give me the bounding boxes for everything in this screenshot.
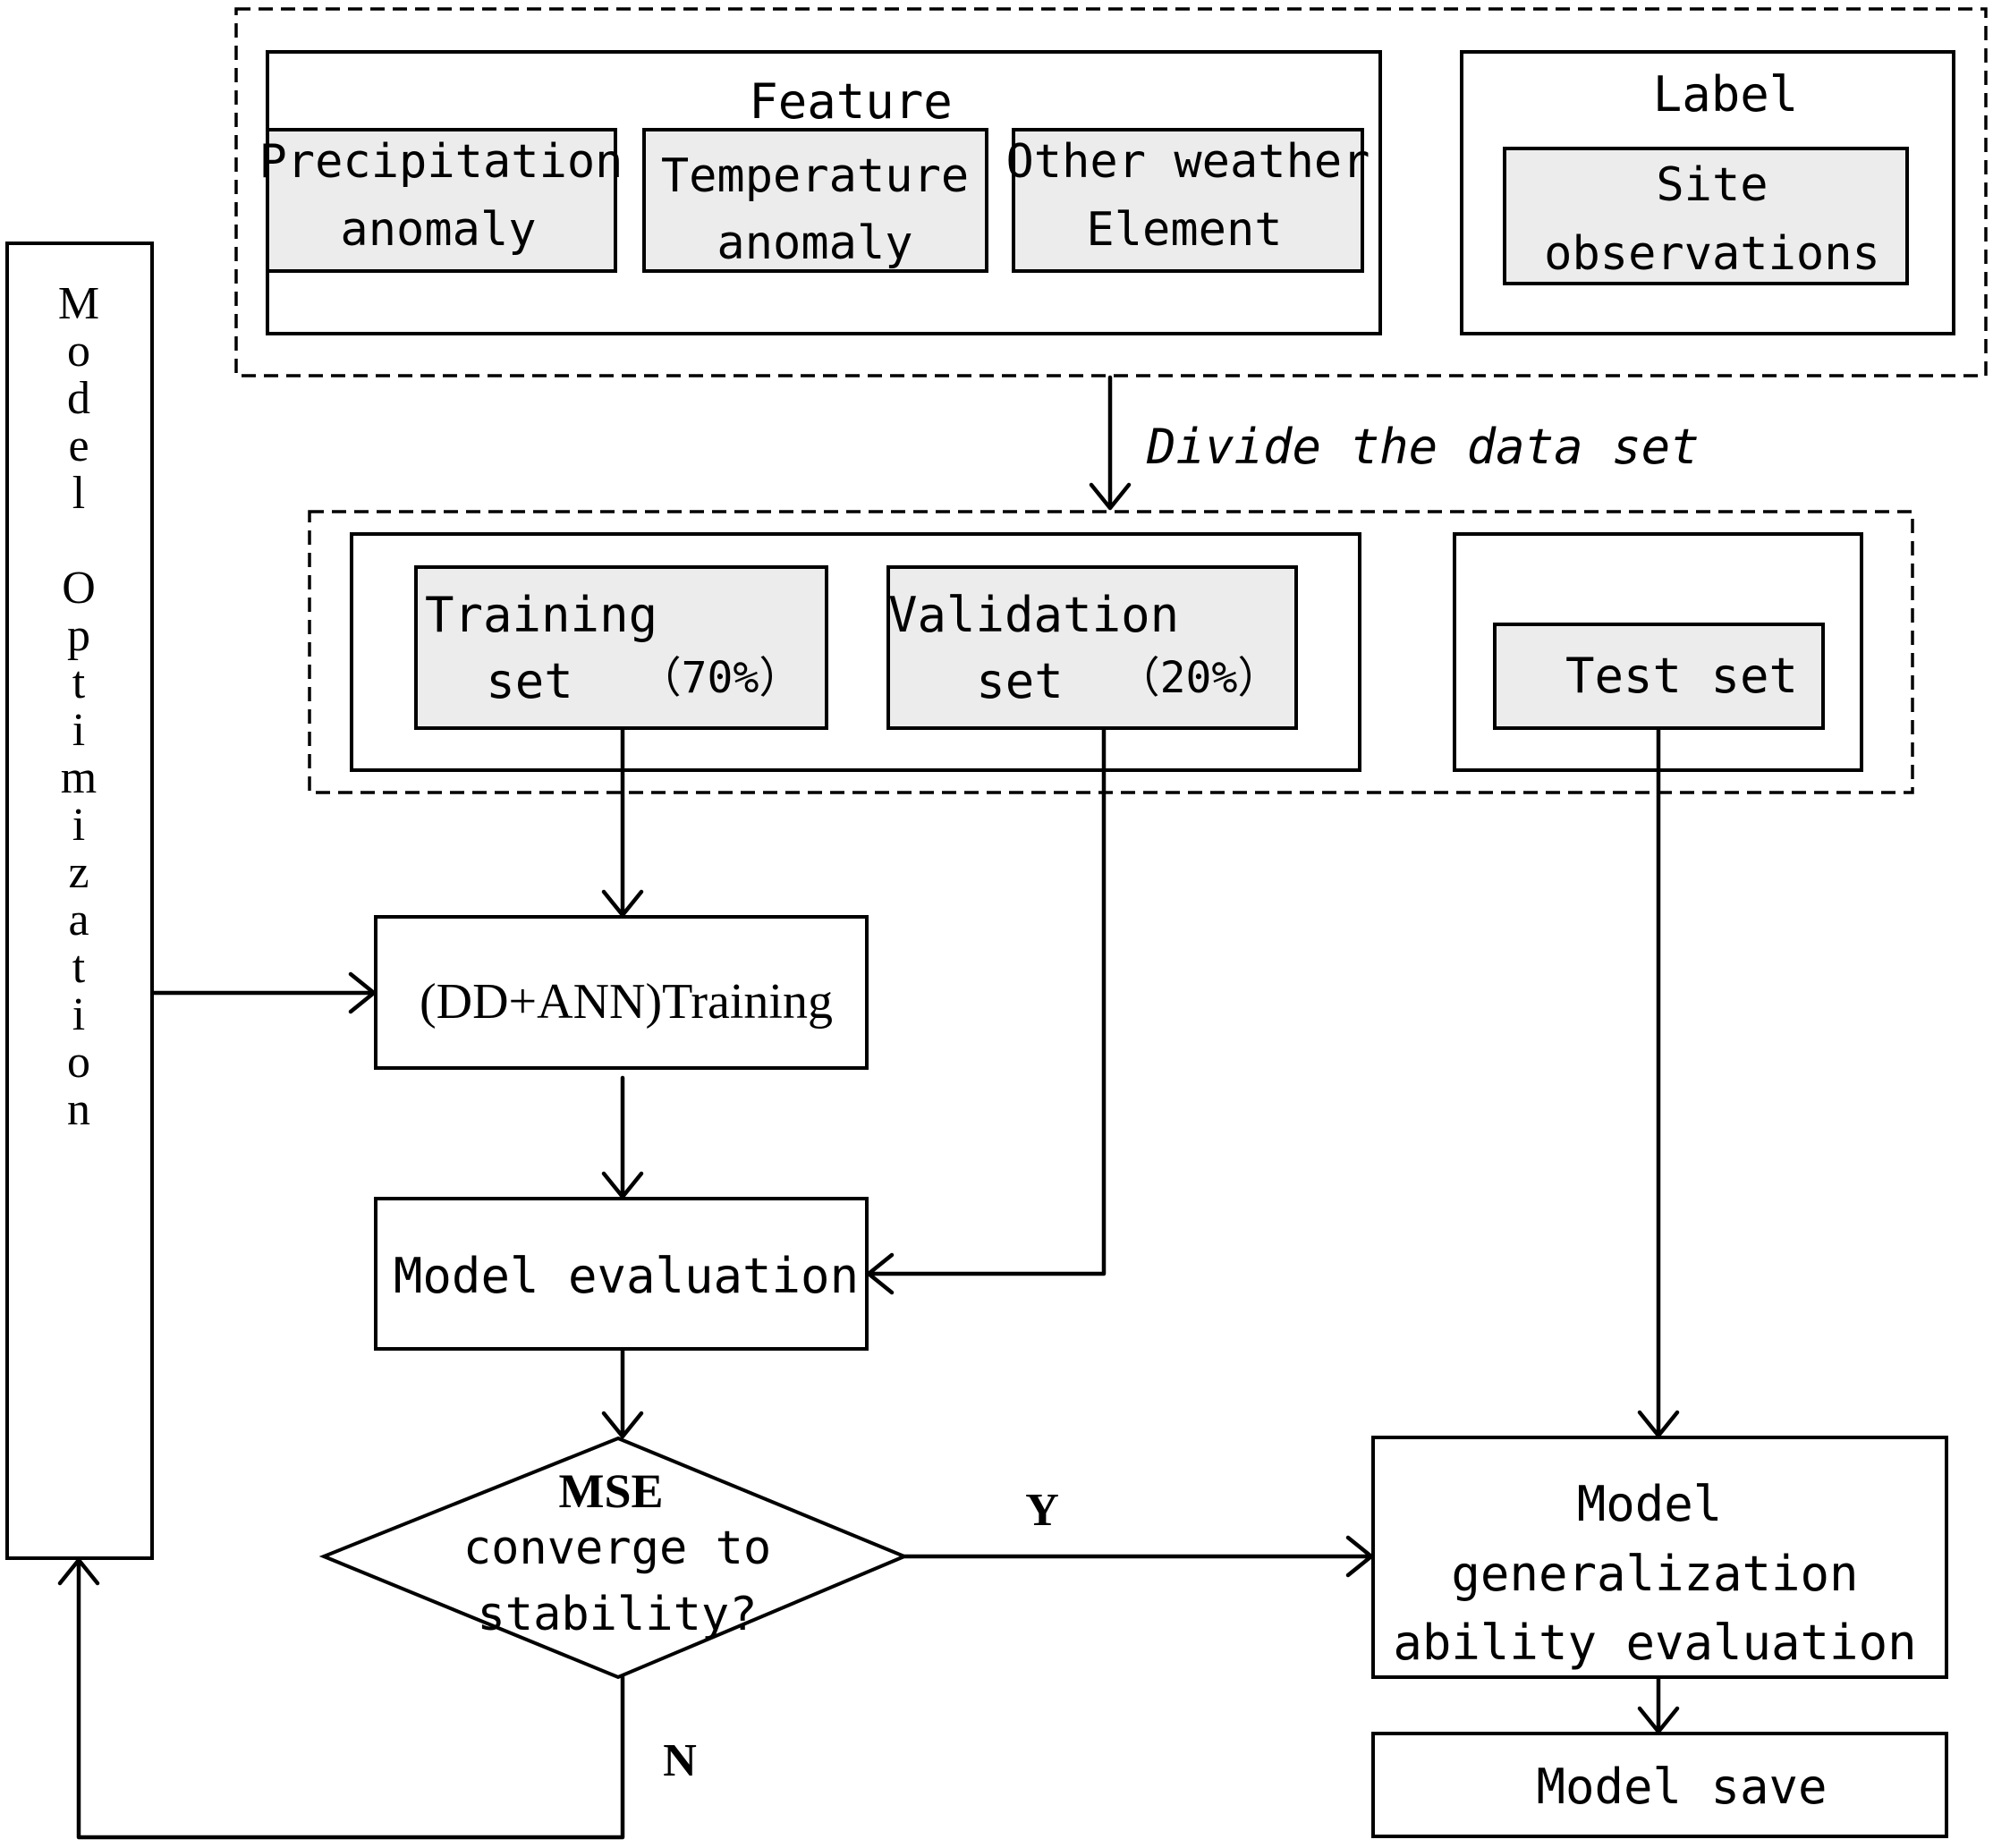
optimization-to-training-arrow xyxy=(151,971,377,1014)
temperature-anomaly-line1: Temperature xyxy=(661,149,969,203)
side-label-letter: M xyxy=(58,278,99,329)
feature-title: Feature xyxy=(749,73,953,130)
other-weather-line1: Other weather xyxy=(1006,135,1370,189)
side-label-letter: d xyxy=(67,373,90,424)
other-weather-element-box xyxy=(1012,128,1364,273)
training-set-percent: （70%） xyxy=(639,653,802,703)
side-label-letter: p xyxy=(67,610,90,661)
input-data-group xyxy=(234,7,1988,377)
generalization-line1: Model xyxy=(1577,1476,1723,1532)
validation-set-box xyxy=(886,565,1298,730)
training-to-evaluation-arrow xyxy=(601,1075,644,1200)
side-label-letter: O xyxy=(62,563,96,614)
divide-arrow xyxy=(1089,375,1132,511)
side-label-letter: e xyxy=(68,420,89,471)
test-set-to-generalization-arrow xyxy=(1637,727,1680,1438)
site-observations-line1: Site xyxy=(1656,158,1768,212)
side-label-letter: o xyxy=(67,326,90,377)
temperature-anomaly-line2: anomaly xyxy=(717,216,912,270)
training-set-to-training-arrow xyxy=(601,727,644,918)
site-observations-line2: observations xyxy=(1544,227,1880,281)
no-label: N xyxy=(663,1735,697,1786)
model-save-box xyxy=(1371,1732,1948,1838)
side-label-letter: l xyxy=(72,468,85,519)
training-step-box xyxy=(374,915,869,1070)
no-feedback-arrow xyxy=(57,1557,625,1840)
training-set-box xyxy=(414,565,828,730)
side-label-letter: i xyxy=(72,705,85,756)
dataset-split-group xyxy=(308,510,1914,794)
site-observations-box xyxy=(1503,147,1909,285)
model-optimization-box xyxy=(5,242,154,1560)
side-label-letter: t xyxy=(72,942,86,993)
generalization-line2: generalization xyxy=(1451,1546,1858,1602)
generalization-evaluation-box xyxy=(1371,1436,1948,1679)
decision-line3: stability? xyxy=(477,1588,757,1641)
side-label-letter: i xyxy=(72,989,85,1040)
training-set-line2: set xyxy=(486,653,573,709)
side-label-letter: m xyxy=(61,752,97,803)
side-label-letter: z xyxy=(68,847,89,898)
model-save-label: Model save xyxy=(1536,1759,1827,1815)
generalization-to-save-arrow xyxy=(1637,1676,1680,1734)
label-title: Label xyxy=(1653,66,1799,123)
training-step-label: (DD+ANN)Training xyxy=(420,974,833,1030)
evaluation-step-label: Model evaluation xyxy=(394,1248,859,1304)
validation-set-line2: set xyxy=(976,653,1064,709)
divide-label: Divide the data set xyxy=(1146,419,1700,475)
test-set-label: Test set xyxy=(1565,648,1798,704)
other-weather-line2: Element xyxy=(1086,203,1282,257)
temperature-anomaly-box xyxy=(642,128,988,273)
generalization-line3: ability evaluation xyxy=(1393,1615,1916,1671)
yes-arrow xyxy=(902,1535,1374,1578)
side-label-letter: t xyxy=(72,657,86,708)
evaluation-to-decision-arrow xyxy=(601,1348,644,1439)
validation-set-line1: Validation xyxy=(888,587,1179,643)
decision-line1: MSE xyxy=(558,1464,663,1518)
side-label-letter: n xyxy=(67,1084,90,1135)
precipitation-anomaly-line2: anomaly xyxy=(340,203,536,257)
validation-set-percent: （20%） xyxy=(1117,653,1281,703)
mse-decision-diamond xyxy=(318,1436,910,1680)
yes-label: Y xyxy=(1025,1485,1059,1536)
training-set-line1: Training xyxy=(425,587,657,643)
side-label-letter: o xyxy=(67,1037,90,1088)
side-label-letter: a xyxy=(68,894,89,945)
precipitation-anomaly-box xyxy=(266,128,617,273)
side-label-letter: i xyxy=(72,800,85,851)
validation-to-evaluation-arrow xyxy=(866,727,1107,1295)
decision-line2: converge to xyxy=(463,1522,771,1575)
test-set-box xyxy=(1493,623,1825,730)
precipitation-anomaly-line1: Precipitation xyxy=(259,135,623,189)
